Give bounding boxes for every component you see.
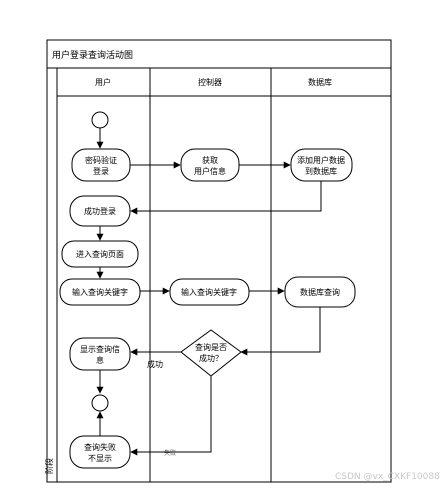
node-input-keyword-controller — [169, 278, 250, 306]
node-query-failed — [69, 435, 131, 469]
node-add-user-data — [290, 148, 353, 182]
edge-label-failure: 失败 — [164, 449, 176, 457]
node-add-user-data-line2: 到数据库 — [305, 166, 337, 176]
node-show-query-info-line1: 显示查询信 — [80, 344, 120, 354]
node-decision-line2: 成功？ — [199, 353, 223, 363]
diagram-title: 用户登录查询活动图 — [52, 49, 133, 61]
node-password-login-line1: 密码验证 — [85, 155, 117, 165]
end-node — [91, 394, 109, 412]
node-show-query-info-line2: 息 — [96, 355, 104, 365]
lane-header-controller: 控制器 — [198, 77, 222, 87]
node-login-success-label: 成功登录 — [84, 206, 116, 216]
start-node — [91, 111, 109, 129]
edge-dbquery-to-decision — [240, 307, 321, 356]
node-get-user-info-line1: 获取 — [202, 155, 218, 165]
node-query-success-decision — [180, 329, 242, 377]
node-password-login — [71, 148, 131, 182]
phase-label: 阶段 — [44, 458, 54, 474]
edge-adduser-to-loginok — [130, 181, 322, 215]
node-add-user-data-line1: 添加用户数据 — [297, 155, 345, 165]
node-query-failed-line1: 查询失败 — [84, 442, 116, 452]
node-show-query-info — [69, 337, 131, 371]
edge-label-success: 成功 — [147, 359, 163, 369]
node-get-user-info — [180, 148, 240, 182]
lane-header-database: 数据库 — [308, 77, 332, 87]
edge-decision-failure — [130, 376, 212, 456]
node-decision-line1: 查询是否 — [195, 342, 227, 352]
node-query-failed-line2: 不显示 — [88, 454, 112, 463]
node-get-user-info-line2: 用户信息 — [194, 166, 226, 176]
node-input-keyword-user — [59, 278, 141, 306]
lane-header-user: 用户 — [95, 77, 111, 87]
watermark: CSDN @vx_CXKF10088 — [335, 472, 440, 482]
node-password-login-line2: 登录 — [93, 166, 109, 176]
node-input-keyword-controller-label: 输入查询关键字 — [181, 287, 237, 297]
frame-border — [46, 39, 392, 483]
node-input-keyword-user-label: 输入查询关键字 — [72, 287, 128, 297]
node-database-query-label: 数据库查询 — [300, 287, 340, 297]
node-enter-query-page-label: 进入查询页面 — [76, 249, 124, 259]
